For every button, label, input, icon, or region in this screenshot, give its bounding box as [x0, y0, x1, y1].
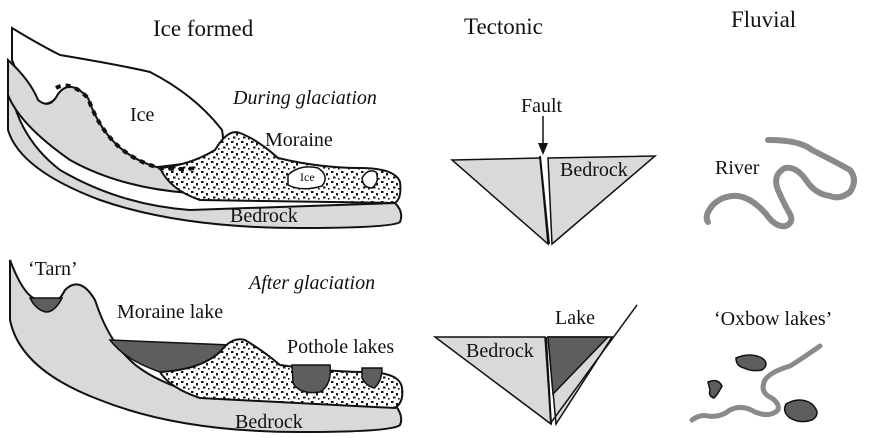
moraine-lake-label: Moraine lake	[117, 301, 223, 323]
fluvial-river-diagram: River	[703, 137, 857, 230]
buried-ice-block	[287, 166, 326, 190]
after-glaciation-caption: After glaciation	[247, 272, 375, 294]
heading-fluvial: Fluvial	[731, 7, 796, 32]
oxbow-lake-small	[707, 379, 723, 399]
tectonic-lake-diagram: Lake Bedrock	[432, 304, 638, 427]
ice-label: Ice	[130, 104, 155, 126]
pothole-lakes-label: Pothole lakes	[287, 336, 394, 358]
lake-label: Lake	[555, 307, 595, 329]
fault-arrowhead	[538, 143, 548, 155]
bedrock-left-block	[450, 157, 549, 246]
bedrock-right-block	[547, 155, 658, 246]
scarp-line	[549, 304, 638, 425]
bedrock-during-label: Bedrock	[230, 205, 298, 227]
bedrock-after-label: Bedrock	[235, 411, 303, 433]
oxbow-lakes-label: ‘Oxbow lakes’	[714, 308, 832, 330]
heading-tectonic: Tectonic	[464, 14, 543, 39]
after-glaciation-diagram: ‘Tarn’ After glaciation Moraine lake Pot…	[9, 258, 404, 434]
pothole-lake	[291, 364, 332, 394]
buried-ice-block-small	[361, 170, 379, 189]
river-channel-lower	[689, 343, 823, 423]
during-glaciation-caption: During glaciation	[232, 87, 377, 109]
ice-block-label: Ice	[300, 170, 315, 184]
river-channel	[703, 137, 857, 230]
tarn-label: ‘Tarn’	[28, 258, 78, 280]
ice-bedrock-contact-line	[55, 83, 196, 171]
during-glaciation-diagram: During glaciation Ice Moraine Ice Bedroc…	[7, 26, 403, 230]
moraine-label: Moraine	[265, 129, 333, 151]
tectonic-fault-diagram: Fault Bedrock	[450, 95, 658, 246]
oxbow-lake-large	[783, 399, 818, 423]
rift-lake	[547, 336, 610, 396]
tectonic-bedrock-label-lower: Bedrock	[466, 340, 534, 362]
oxbow-lake	[735, 354, 767, 372]
pothole-lake-small	[361, 367, 383, 389]
heading-ice-formed: Ice formed	[153, 16, 254, 41]
tectonic-bedrock-label: Bedrock	[560, 159, 628, 181]
fault-line	[539, 155, 550, 245]
tarn-lake	[28, 297, 64, 313]
fault-label: Fault	[521, 95, 563, 117]
river-label: River	[715, 157, 760, 179]
fault-line-lower	[545, 336, 552, 425]
moraine-during	[158, 131, 402, 205]
bedrock-during	[7, 59, 403, 230]
fluvial-oxbow-diagram: ‘Oxbow lakes’	[689, 308, 832, 423]
